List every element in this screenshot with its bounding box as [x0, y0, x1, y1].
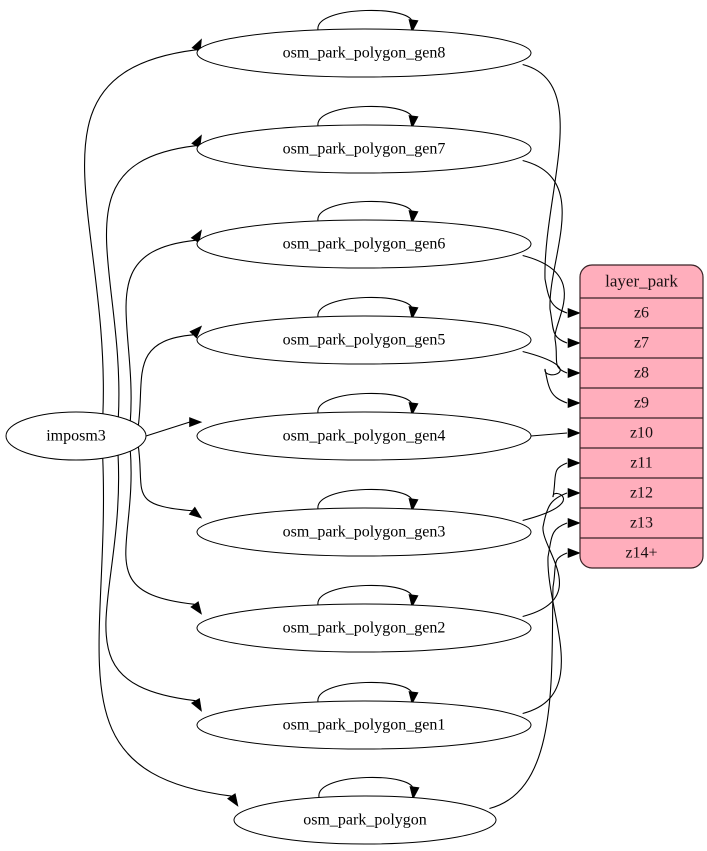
edge-osm_park_polygon-to-z14+: [489, 552, 568, 810]
self-loop-osm_park_polygon_gen4: [317, 392, 413, 414]
table-row-z11[interactable]: z11: [630, 455, 653, 472]
node-osm_park_polygon_gen4-shape: [196, 411, 532, 461]
arrowhead-self-loop-osm_park_polygon: [409, 786, 420, 800]
arrowhead-imposm3-to-osm_park_polygon_gen5: [189, 325, 203, 339]
self-loop-osm_park_polygon_gen3: [317, 488, 413, 510]
node-osm_park_polygon_gen5-label: osm_park_polygon_gen5: [283, 332, 446, 349]
node-imposm3-label: imposm3: [46, 428, 106, 445]
edge-osm_park_polygon_gen8-to-z6: [522, 63, 568, 314]
edge-imposm3-to-osm_park_polygon: [98, 457, 232, 797]
arrowhead-osm_park_polygon_gen5-to-z9: [567, 397, 581, 409]
edge-imposm3-to-osm_park_polygon_gen7: [105, 145, 196, 419]
layer-park-table-body: [579, 264, 704, 569]
edges-imposm3-to-nodes: [83, 38, 239, 807]
node-osm_park_polygon_gen8[interactable]: osm_park_polygon_gen8: [196, 28, 532, 78]
arrowhead-self-loop-osm_park_polygon_gen7: [408, 115, 419, 129]
edge-imposm3-to-osm_park_polygon_gen5: [137, 334, 194, 430]
self-loop-osm_park_polygon_gen5: [317, 296, 413, 318]
node-osm_park_polygon_gen7[interactable]: osm_park_polygon_gen7: [196, 124, 532, 174]
node-osm_park_polygon_gen2[interactable]: osm_park_polygon_gen2: [196, 603, 532, 653]
edge-imposm3-to-osm_park_polygon_gen3: [137, 442, 193, 512]
arrowhead-osm_park_polygon-to-z14+: [567, 547, 581, 559]
node-group: imposm3 osm_park_polygon_gen8 osm_park_pol…: [5, 28, 532, 845]
edge-imposm3-to-osm_park_polygon_gen6: [125, 239, 196, 424]
self-loop-osm_park_polygon_gen7: [317, 105, 413, 127]
self-loop-osm_park_polygon_gen8: [317, 9, 413, 31]
self-loop-osm_park_polygon_gen2: [317, 584, 413, 606]
edge-imposm3-to-osm_park_polygon_gen2: [125, 448, 195, 605]
node-osm_park_polygon_gen2-label: osm_park_polygon_gen2: [283, 620, 446, 637]
table-row-z9[interactable]: z9: [634, 395, 649, 412]
node-osm_park_polygon-label: osm_park_polygon: [303, 812, 427, 829]
arrowhead-osm_park_polygon_gen3-to-z11: [567, 457, 581, 469]
arrowhead-imposm3-to-osm_park_polygon_gen2: [190, 601, 202, 615]
arrowhead-self-loop-osm_park_polygon_gen8: [408, 19, 419, 33]
self-loop-osm_park_polygon_gen1: [317, 681, 413, 703]
node-osm_park_polygon_gen6-shape: [196, 219, 532, 269]
table-row-z14plus[interactable]: z14+: [625, 545, 657, 562]
table-row-z6[interactable]: z6: [634, 305, 649, 322]
node-osm_park_polygon_gen6[interactable]: osm_park_polygon_gen6: [196, 219, 532, 269]
node-osm_park_polygon_gen8-shape: [196, 28, 532, 78]
node-osm_park_polygon_gen4-label: osm_park_polygon_gen4: [283, 428, 446, 445]
self-loop-osm_park_polygon_gen6: [317, 200, 413, 222]
arrowhead-imposm3-to-osm_park_polygon_gen1: [190, 697, 202, 712]
edges-nodes-to-table: [489, 63, 581, 810]
edge-osm_park_polygon_gen5-to-z9: [522, 350, 568, 404]
arrowhead-osm_park_polygon_gen1-to-z13: [567, 517, 581, 529]
node-osm_park_polygon_gen4[interactable]: osm_park_polygon_gen4: [196, 411, 532, 461]
node-osm_park_polygon[interactable]: osm_park_polygon: [233, 795, 497, 845]
node-osm_park_polygon_gen3-shape: [196, 507, 532, 557]
table-row-z12[interactable]: z12: [630, 485, 653, 502]
arrowhead-osm_park_polygon_gen2-to-z12: [567, 487, 581, 499]
edge-osm_park_polygon_gen1-to-z13: [522, 522, 568, 715]
node-osm_park_polygon-shape: [233, 795, 497, 845]
edge-imposm3-to-osm_park_polygon_gen1: [105, 453, 196, 702]
arrowhead-osm_park_polygon_gen8-to-z6: [567, 307, 581, 319]
arrowhead-self-loop-osm_park_polygon_gen3: [408, 498, 419, 512]
edge-imposm3-to-osm_park_polygon_gen8: [83, 49, 197, 415]
arrowhead-imposm3-to-osm_park_polygon_gen4: [189, 417, 203, 428]
node-osm_park_polygon_gen7-label: osm_park_polygon_gen7: [283, 141, 446, 158]
edge-imposm3-to-osm_park_polygon_gen4: [145, 421, 190, 437]
node-imposm3-shape: [5, 411, 147, 461]
arrowhead-imposm3-to-osm_park_polygon_gen3: [188, 506, 203, 519]
node-osm_park_polygon_gen1[interactable]: osm_park_polygon_gen1: [196, 700, 532, 750]
arrowhead-osm_park_polygon_gen4-to-z10: [567, 427, 581, 439]
edge-osm_park_polygon_gen2-to-z12: [522, 492, 568, 618]
table-row-z10[interactable]: z10: [630, 425, 653, 442]
edge-osm_park_polygon_gen3-to-z11: [522, 462, 568, 522]
arrowhead-self-loop-osm_park_polygon_gen6: [408, 210, 419, 224]
arrowhead-osm_park_polygon_gen6-to-z8: [567, 367, 581, 379]
layer-park-table: layer_park z6 z7 z8 z9 z10 z11 z12 z13 z14+: [579, 264, 704, 569]
edge-osm_park_polygon_gen7-to-z7: [522, 159, 568, 344]
node-osm_park_polygon_gen3-label: osm_park_polygon_gen3: [283, 524, 446, 541]
table-row-z7[interactable]: z7: [634, 335, 649, 352]
self-loop-osm_park_polygon: [318, 776, 414, 798]
arrowhead-osm_park_polygon_gen7-to-z7: [567, 337, 581, 349]
arrowhead-imposm3-to-osm_park_polygon: [227, 793, 239, 807]
edges-self-loops: [317, 9, 420, 800]
arrowhead-self-loop-osm_park_polygon_gen4: [408, 402, 419, 416]
layer-park-table-header: layer_park: [605, 271, 678, 290]
edge-osm_park_polygon_gen4-to-z10: [530, 432, 568, 437]
node-osm_park_polygon_gen7-shape: [196, 124, 532, 174]
node-osm_park_polygon_gen2-shape: [196, 603, 532, 653]
node-osm_park_polygon_gen1-label: osm_park_polygon_gen1: [283, 717, 446, 734]
node-osm_park_polygon_gen5-shape: [196, 315, 532, 365]
node-osm_park_polygon_gen6-label: osm_park_polygon_gen6: [283, 236, 446, 253]
table-row-z8[interactable]: z8: [634, 365, 649, 382]
node-osm_park_polygon_gen1-shape: [196, 700, 532, 750]
arrowhead-self-loop-osm_park_polygon_gen1: [408, 691, 419, 705]
node-imposm3[interactable]: imposm3: [5, 411, 147, 461]
arrowhead-self-loop-osm_park_polygon_gen2: [408, 594, 419, 608]
node-osm_park_polygon_gen5[interactable]: osm_park_polygon_gen5: [196, 315, 532, 365]
node-osm_park_polygon_gen3[interactable]: osm_park_polygon_gen3: [196, 507, 532, 557]
arrowhead-self-loop-osm_park_polygon_gen5: [408, 306, 419, 320]
node-osm_park_polygon_gen8-label: osm_park_polygon_gen8: [283, 45, 446, 62]
table-row-z13[interactable]: z13: [630, 515, 653, 532]
